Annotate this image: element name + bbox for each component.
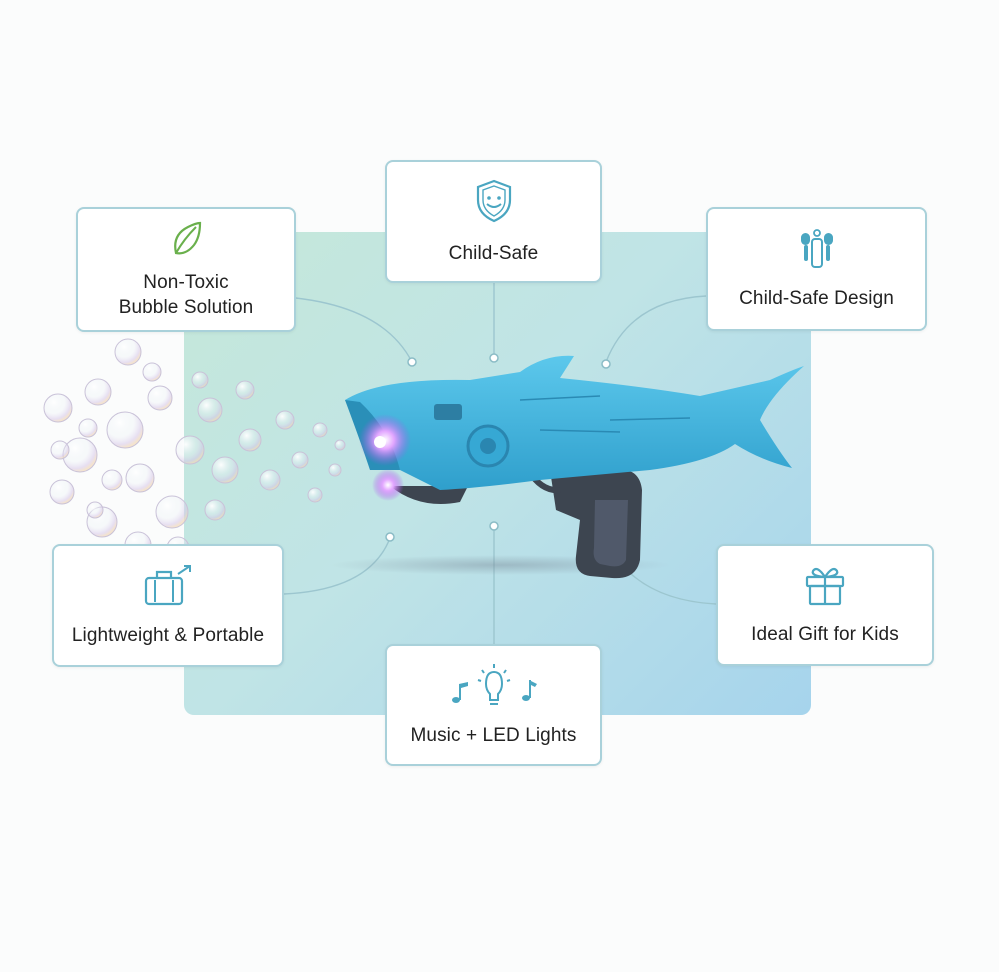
- lightbulb-music-icon: [446, 662, 542, 715]
- bubbles: [43, 338, 346, 560]
- feature-card-music-led: Music + LED Lights: [385, 644, 602, 766]
- feature-label: Child-Safe: [448, 242, 539, 264]
- feature-label: Lightweight & Portable: [71, 624, 265, 646]
- feature-label: Music + LED Lights: [410, 725, 577, 746]
- feature-label: Non-Toxic Bubble Solution: [118, 272, 254, 318]
- shark-body: [345, 355, 804, 490]
- suitcase-icon: [142, 564, 194, 613]
- feature-label: Ideal Gift for Kids: [751, 624, 899, 645]
- earbuds-icon: [797, 227, 837, 276]
- feature-card-lightweight: Lightweight & Portable: [52, 544, 284, 667]
- feature-card-non-toxic: Non-Toxic Bubble Solution: [76, 207, 296, 332]
- gift-icon: [803, 563, 847, 612]
- feature-card-child-safe-design: Child-Safe Design: [706, 207, 927, 331]
- feature-card-ideal-gift: Ideal Gift for Kids: [716, 544, 934, 666]
- feature-card-child-safe: Child-Safe: [385, 160, 602, 283]
- shield-smile-icon: [473, 178, 515, 229]
- feature-label: Child-Safe Design: [739, 288, 894, 309]
- leaf-icon: [166, 219, 206, 264]
